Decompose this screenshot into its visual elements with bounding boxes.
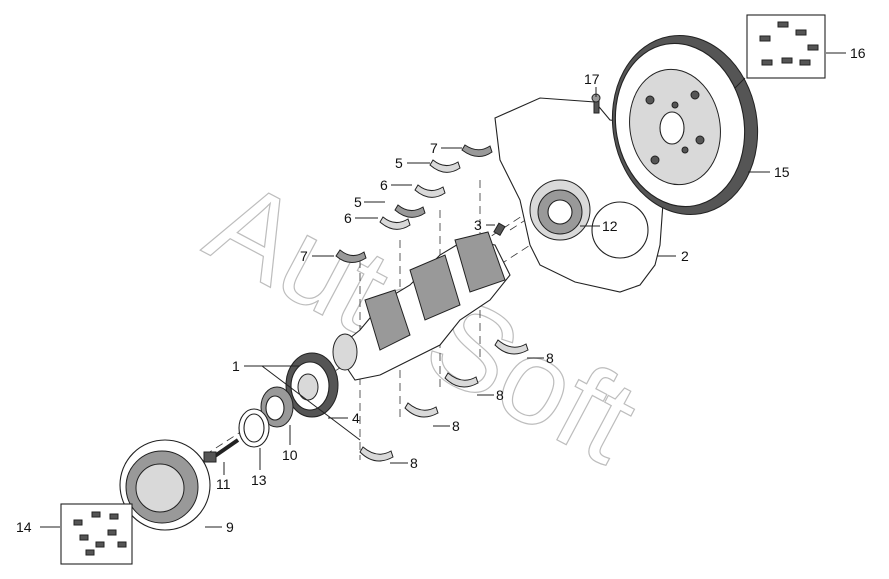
oil-seal-inner — [243, 413, 265, 443]
callout-13: 13 — [251, 472, 267, 488]
oil-pump-drive — [260, 386, 294, 428]
flywheel-bolts — [746, 14, 826, 79]
crank-gear — [285, 352, 339, 418]
callout-2: 2 — [681, 248, 689, 264]
callout-8a: 8 — [546, 350, 554, 366]
callout-7a: 7 — [430, 140, 438, 156]
callout-6a: 6 — [380, 177, 388, 193]
crank-key — [493, 222, 506, 237]
callout-14: 14 — [16, 519, 32, 535]
callout-10: 10 — [282, 447, 298, 463]
callout-5b: 5 — [354, 194, 362, 210]
lower-bearing-shells — [359, 339, 529, 462]
callout-5a: 5 — [395, 155, 403, 171]
callout-9: 9 — [226, 519, 234, 535]
callouts: 1 2 3 4 5 5 6 6 7 7 8 8 8 8 9 10 11 12 1… — [16, 45, 866, 535]
callout-7b: 7 — [300, 248, 308, 264]
callout-8d: 8 — [410, 455, 418, 471]
crank-pulley — [119, 439, 211, 531]
callout-3: 3 — [474, 217, 482, 233]
main-bearing-shells — [335, 144, 493, 263]
callout-8c: 8 — [452, 418, 460, 434]
callout-8b: 8 — [496, 387, 504, 403]
plate-starter-hole — [591, 201, 649, 259]
pulley-bolts — [60, 503, 133, 565]
callout-12: 12 — [602, 218, 618, 234]
callout-6b: 6 — [344, 210, 352, 226]
callout-16: 16 — [850, 45, 866, 61]
callout-17: 17 — [584, 71, 600, 87]
callout-15: 15 — [774, 164, 790, 180]
crankshaft — [332, 231, 511, 381]
spacer-plate — [537, 189, 583, 235]
flywheel — [611, 34, 759, 216]
callout-1: 1 — [232, 358, 240, 374]
callout-4: 4 — [352, 410, 360, 426]
pulley-bolt — [203, 438, 240, 463]
callout-11: 11 — [216, 476, 231, 492]
leader-lines — [40, 52, 846, 528]
